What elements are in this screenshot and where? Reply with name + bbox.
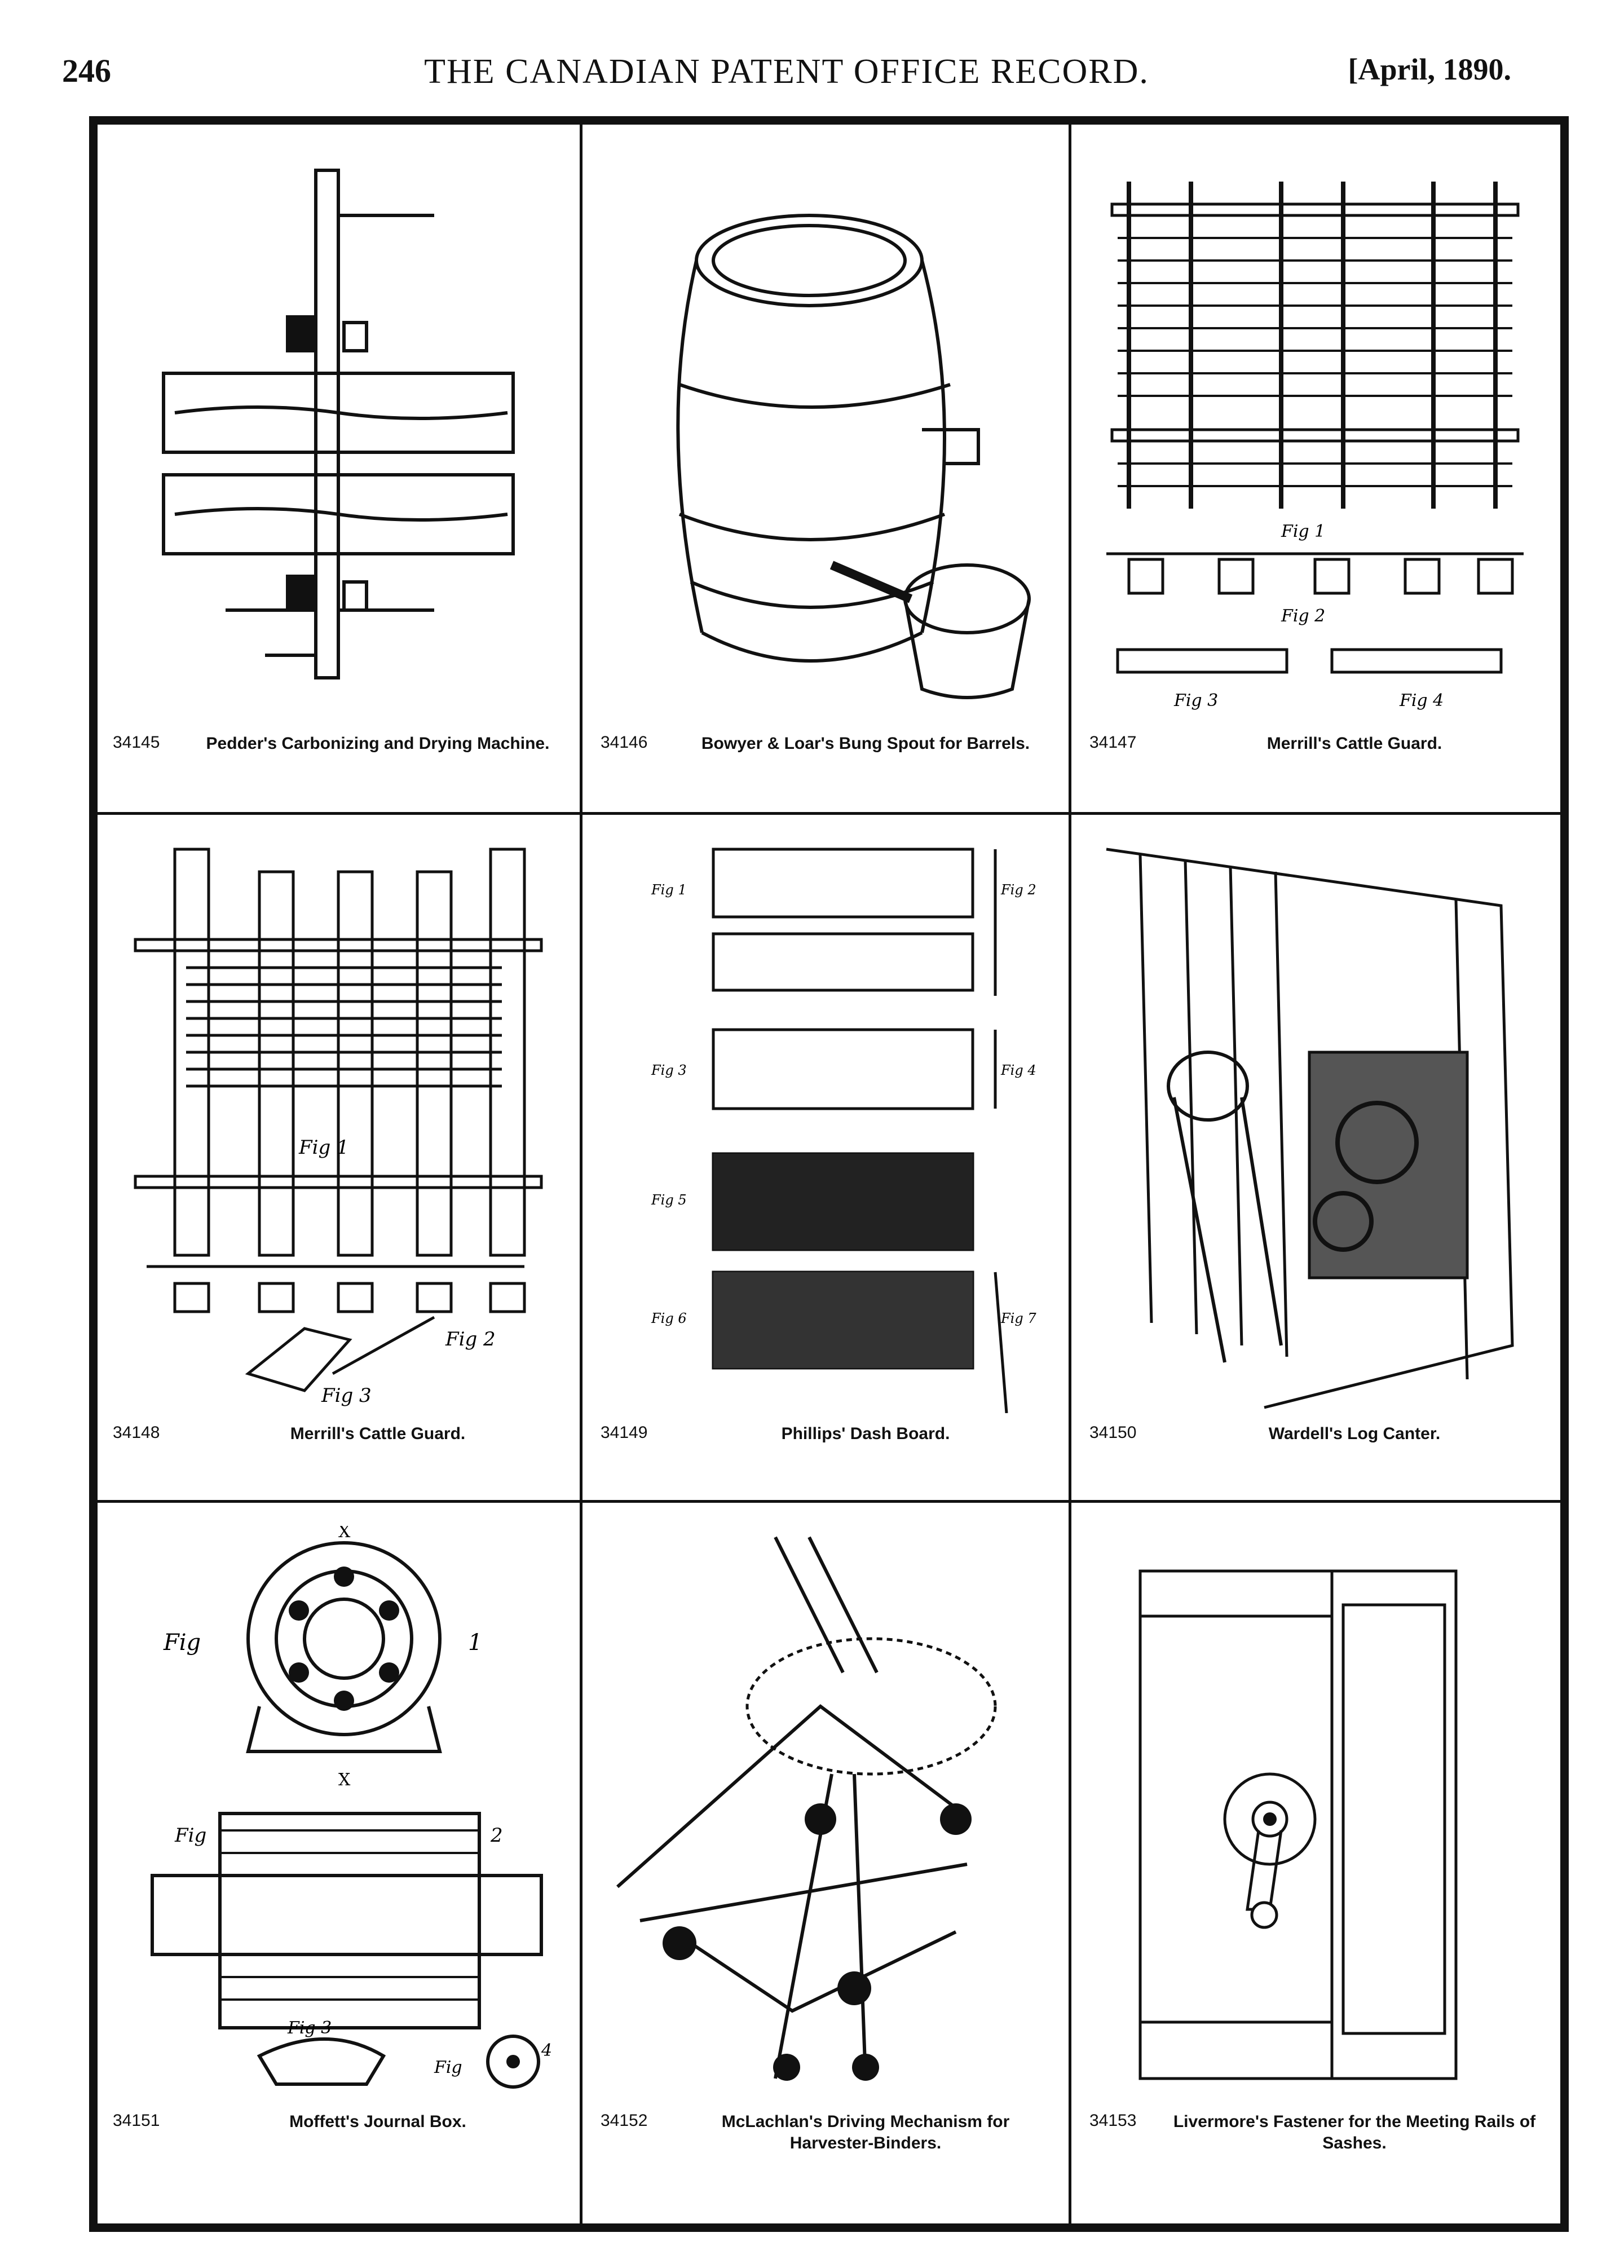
figure-label: Fig 1 [1281,522,1325,541]
issue-date: [April, 1890. [1348,52,1512,86]
grid-divider [96,1500,1562,1503]
figure-cell-34149: Fig 1 Fig 2 Fig 3 Fig 4 Fig 5 Fig 6 Fig … [584,815,1069,1500]
figure-title: Wardell's Log Canter. [1268,1424,1441,1443]
figure-drawing-cattle-guard: Fig 1 Fig 2 Fig 3 [134,848,543,1407]
figure-label: Fig 6 [651,1311,687,1326]
figure-caption: 34153 Livermore's Fastener for the Meeti… [1089,2103,1541,2171]
figure-label: Fig [174,1824,206,1847]
axis-marker: X [338,1770,351,1790]
patent-number: 34150 [1089,1423,1137,1442]
figure-caption: 34146 Bowyer & Loar's Bung Spout for Bar… [601,725,1052,793]
figure-caption: 34148 Merrill's Cattle Guard. [113,1415,564,1483]
figure-label: Fig 4 [1399,691,1444,711]
page-header: 246 THE CANADIAN PATENT OFFICE RECORD. [… [62,52,1511,97]
patent-number: 34145 [113,733,160,752]
patent-number: 34151 [113,2111,160,2130]
figure-label: Fig 4 [1000,1062,1036,1078]
figure-title: Livermore's Fastener for the Meeting Rai… [1173,2112,1536,2152]
page-number: 246 [62,52,111,89]
figure-label: Fig [434,2058,462,2077]
patent-number: 34149 [601,1423,648,1442]
figure-caption: 34145 Pedder's Carbonizing and Drying Ma… [113,725,564,793]
figure-cell-34146: 34146 Bowyer & Loar's Bung Spout for Bar… [584,125,1069,810]
patent-number: 34152 [601,2111,648,2130]
figure-label: Fig 2 [1000,882,1036,898]
figure-cell-34151: X X Fig 1 Fig 2 Fig 3 Fig 4 34151 Moffet… [96,1503,581,2188]
axis-marker: X [338,1526,351,1542]
figure-label: Fig 1 [651,882,687,898]
figure-title: Merrill's Cattle Guard. [1266,734,1442,753]
figure-label: Fig 1 [298,1136,349,1159]
figure-label: 4 [541,2041,552,2060]
figure-label: Fig [163,1630,201,1656]
figure-drawing-bung-spout [676,214,1031,699]
patent-number: 34148 [113,1423,160,1442]
figure-cell-34145: 34145 Pedder's Carbonizing and Drying Ma… [96,125,581,810]
patent-number: 34153 [1089,2111,1137,2130]
figure-label: Fig 2 [445,1328,496,1351]
figure-title: Pedder's Carbonizing and Drying Machine. [206,734,550,753]
figure-caption: 34152 McLachlan's Driving Mechanism for … [601,2103,1052,2171]
figure-title: McLachlan's Driving Mechanism for Harves… [721,2112,1010,2152]
page-frame-inner [96,123,1562,2225]
figure-drawing-carbonizing-machine [162,169,515,679]
figure-title: Moffett's Journal Box. [289,2112,466,2131]
figure-label: 1 [468,1630,482,1656]
figure-drawing-sash-fastener [1138,1569,1458,2080]
figure-caption: 34151 Moffett's Journal Box. [113,2103,564,2171]
figure-label: Fig 5 [651,1192,687,1208]
grid-divider [96,812,1562,815]
figure-label: Fig 7 [1000,1311,1036,1326]
figure-drawing-log-canter [1106,848,1514,1409]
figure-title: Merrill's Cattle Guard. [290,1424,466,1443]
figure-label: Fig 3 [1173,691,1218,711]
figure-label: Fig 3 [321,1384,372,1407]
figure-cell-34153: 34153 Livermore's Fastener for the Meeti… [1073,1503,1557,2188]
figure-label: 2 [490,1824,503,1847]
figure-label: Fig 3 [651,1062,687,1078]
page-frame [89,116,1569,2232]
figure-caption: 34147 Merrill's Cattle Guard. [1089,725,1541,793]
figure-drawing-dash-board: Fig 1 Fig 2 Fig 3 Fig 4 Fig 5 Fig 6 Fig … [651,848,1036,1413]
grid-divider [1069,123,1071,2225]
figure-title: Phillips' Dash Board. [781,1424,950,1443]
figure-drawing-journal-box: X X Fig 1 Fig 2 Fig 3 Fig 4 [151,1526,552,2089]
figure-label: Fig 3 [287,2018,332,2038]
figure-caption: 34150 Wardell's Log Canter. [1089,1415,1541,1483]
figure-cell-34148: Fig 1 Fig 2 Fig 3 34148 Merrill's Cattle… [96,815,581,1500]
journal-title: THE CANADIAN PATENT OFFICE RECORD. [424,52,1149,91]
patent-number: 34147 [1089,733,1137,752]
figure-cell-34147: Fig 1 Fig 2 Fig 3 Fig 4 34147 Merrill's … [1073,125,1557,810]
figure-cell-34152: 34152 McLachlan's Driving Mechanism for … [584,1503,1069,2188]
figure-caption: 34149 Phillips' Dash Board. [601,1415,1052,1483]
figure-drawing-cattle-guard: Fig 1 Fig 2 Fig 3 Fig 4 [1106,182,1524,711]
figure-title: Bowyer & Loar's Bung Spout for Barrels. [701,734,1030,753]
grid-divider [580,123,582,2225]
figure-label: Fig 2 [1281,606,1325,626]
figure-cell-34150: 34150 Wardell's Log Canter. [1073,815,1557,1500]
patent-number: 34146 [601,733,648,752]
figure-drawing-driving-mechanism [616,1536,997,2081]
